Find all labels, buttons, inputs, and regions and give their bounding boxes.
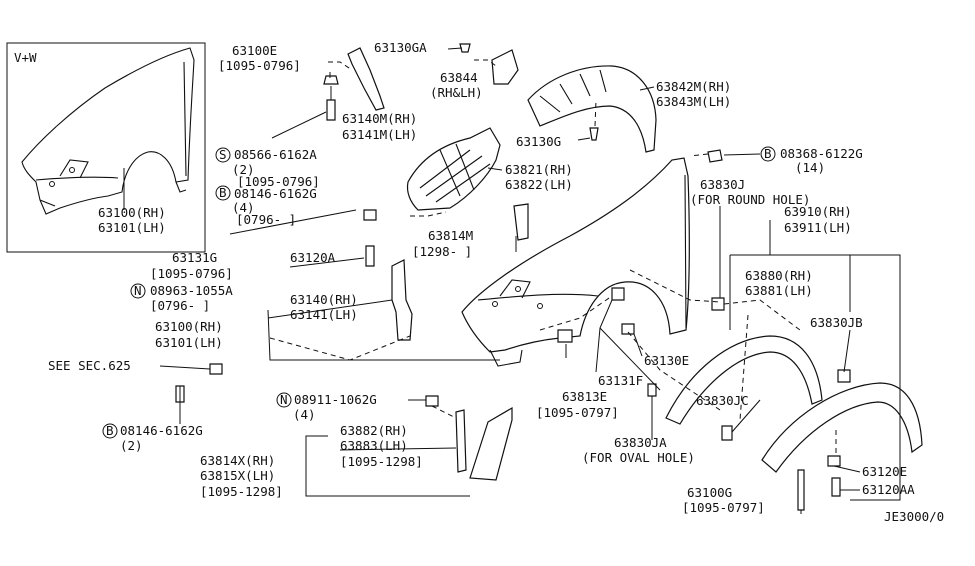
label-63813e-date: [1095-0797]: [536, 405, 619, 420]
label-63131g-date: [1095-0796]: [150, 266, 233, 281]
symbol-n-2: [276, 392, 292, 408]
symbol-s: [215, 147, 231, 163]
label-08911-qty: (4): [293, 407, 316, 422]
bracket-63140m: [347, 47, 385, 111]
inset-label: V+W: [14, 50, 37, 65]
label-63131g: 63131G: [172, 250, 217, 265]
label-63880: 63880(RH): [745, 268, 813, 283]
fender-protector: [527, 65, 657, 153]
label-08146b-qty: (2): [120, 438, 143, 453]
label-08566-date: [1095-0796]: [237, 174, 320, 189]
molding-63882: [455, 409, 467, 473]
label-63100: 63100(RH): [155, 319, 223, 334]
symbol-b-3-letter: B: [106, 423, 114, 438]
label-63830j-note: (FOR ROUND HOLE): [690, 192, 810, 207]
label-08368-qty: (14): [795, 160, 825, 175]
label-63131f: 63131F: [598, 373, 643, 388]
inset-fender: [21, 47, 195, 215]
label-63830j: 63830J: [700, 177, 745, 192]
symbol-b-3: [102, 423, 118, 439]
label-63120a: 63120A: [290, 250, 336, 265]
bracket-63814m: [513, 203, 529, 241]
symbol-circles: S B B N N B: [102, 146, 776, 439]
label-08566-qty: (2): [232, 162, 255, 177]
label-08146a-date: [0796- ]: [236, 212, 296, 227]
label-63815x: 63815X(LH): [200, 468, 275, 483]
arch-molding-63910: [761, 382, 923, 473]
label-63830jb: 63830JB: [810, 315, 863, 330]
label-63814m-date: [1298- ]: [412, 244, 472, 259]
symbol-n-1-letter: N: [134, 283, 142, 298]
inset-part-lh: 63101(LH): [98, 220, 166, 235]
symbol-b-1-letter: B: [219, 185, 227, 200]
symbol-s-letter: S: [219, 147, 227, 162]
arch-molding-63880: [665, 335, 823, 425]
inset-part-rh: 63100(RH): [98, 205, 166, 220]
label-63814m: 63814M: [428, 228, 473, 243]
label-63120e: 63120E: [862, 464, 907, 479]
label-63100e: 63100E: [232, 43, 277, 58]
label-63130ga: 63130GA: [374, 40, 427, 55]
label-63830ja-note: (FOR OVAL HOLE): [582, 450, 695, 465]
label-08146a-qty: (4): [232, 200, 255, 215]
label-63910: 63910(RH): [784, 204, 852, 219]
callout-labels: 63100E [1095-0796] 63130GA 63844 (RH&LH)…: [48, 40, 944, 524]
label-63843m: 63843M(LH): [656, 94, 731, 109]
label-63130e: 63130E: [644, 353, 689, 368]
label-63844: 63844: [440, 70, 478, 85]
label-63814x-date: [1095-1298]: [200, 484, 283, 499]
label-08146a: 08146-6162G: [234, 186, 317, 201]
symbol-n-1: [130, 283, 146, 299]
label-63814x: 63814X(RH): [200, 453, 275, 468]
symbol-n-2-letter: N: [280, 392, 288, 407]
diagram-code: JE3000/0: [884, 509, 944, 524]
label-63822: 63822(LH): [505, 177, 573, 192]
label-63141: 63141(LH): [290, 307, 358, 322]
label-08963-date: [0796- ]: [150, 298, 210, 313]
molding-63814x: [469, 406, 513, 481]
label-63830ja: 63830JA: [614, 435, 667, 450]
label-63883: 63883(LH): [340, 438, 408, 453]
label-63130g: 63130G: [516, 134, 561, 149]
label-63141m: 63141M(LH): [342, 127, 417, 142]
label-63100g-date: [1095-0797]: [682, 500, 765, 515]
label-63101: 63101(LH): [155, 335, 223, 350]
label-63842m: 63842M(RH): [656, 79, 731, 94]
label-63911: 63911(LH): [784, 220, 852, 235]
label-08368: 08368-6122G: [780, 146, 863, 161]
label-63100g: 63100G: [687, 485, 732, 500]
label-63120aa: 63120AA: [862, 482, 915, 497]
label-63100e-date: [1095-0796]: [218, 58, 301, 73]
bracket-63140: [391, 259, 413, 341]
label-08146b: 08146-6162G: [120, 423, 203, 438]
label-63844-side: (RH&LH): [430, 85, 483, 100]
symbol-b-2-letter: B: [764, 146, 772, 161]
label-63813e: 63813E: [562, 389, 607, 404]
label-63140: 63140(RH): [290, 292, 358, 307]
label-63881: 63881(LH): [745, 283, 813, 298]
leader-lines: [159, 47, 901, 514]
fasteners: [175, 43, 851, 511]
seal-63844: [491, 49, 519, 85]
label-63821: 63821(RH): [505, 162, 573, 177]
label-63882-date: [1095-1298]: [340, 454, 423, 469]
label-08566: 08566-6162A: [234, 147, 317, 162]
inset-box: V+W 63100(RH) 63101(LH): [6, 42, 206, 253]
label-63882: 63882(RH): [340, 423, 408, 438]
label-08963: 08963-1055A: [150, 283, 233, 298]
inset-frame: [6, 42, 206, 253]
inner-fender: [406, 127, 501, 211]
label-08911: 08911-1062G: [294, 392, 377, 407]
label-63830jc: 63830JC: [696, 393, 749, 408]
fender-main: [461, 157, 690, 367]
symbol-b-2: [760, 146, 776, 162]
label-see-sec: SEE SEC.625: [48, 358, 131, 373]
label-63140m: 63140M(RH): [342, 111, 417, 126]
symbol-b-1: [215, 185, 231, 201]
